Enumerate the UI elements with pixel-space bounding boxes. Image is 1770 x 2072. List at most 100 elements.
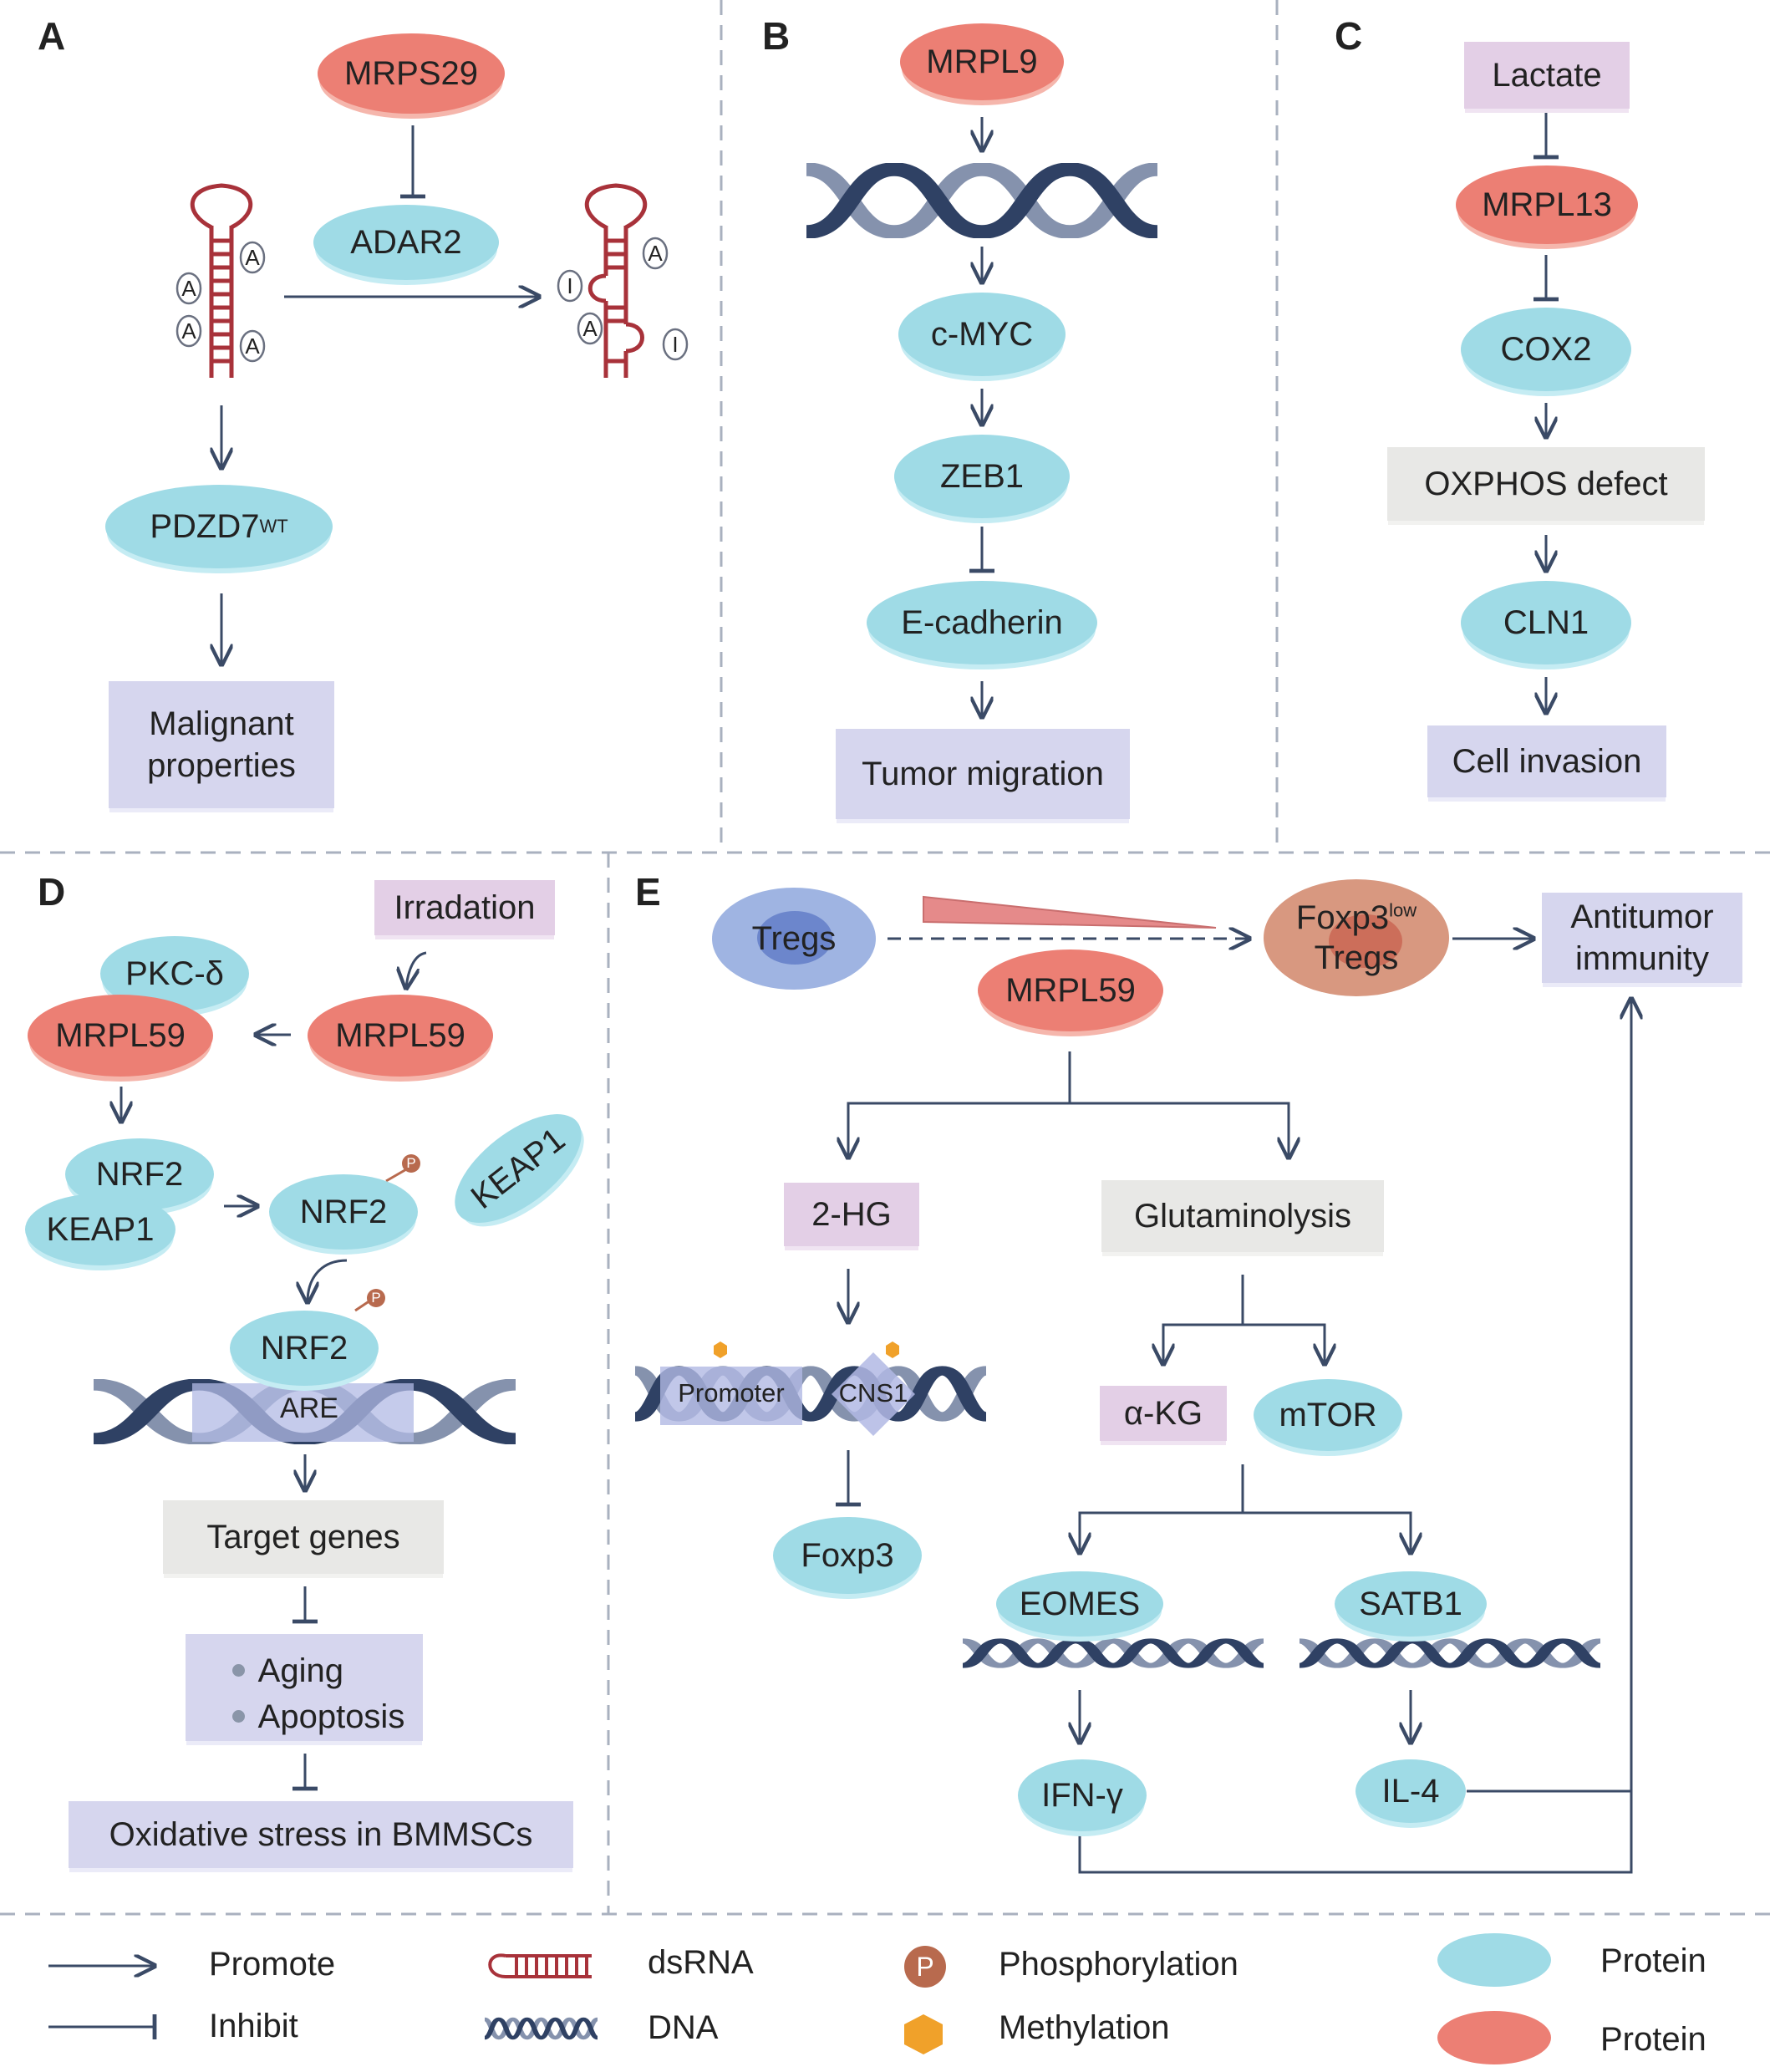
mtor-protein: mTOR [1254,1379,1402,1451]
foxp3-low-line: Foxp3low [1296,898,1417,938]
legend-protein-blue-label: Protein [1600,1942,1706,1979]
ecadherin-protein: E-cadherin [867,581,1097,664]
treg-gradient-wedge [923,895,1217,929]
base-a-2: A [181,275,196,301]
foxp3-tregs-text: Foxp3low Tregs [1296,898,1417,978]
legend-methylation-label: Methylation [999,2009,1170,2046]
panel-label-c: C [1335,14,1363,58]
legend-protein-red-icon [1437,2011,1551,2064]
dna-b [806,170,1157,232]
outcome-list: Aging Apoptosis [204,1636,405,1739]
antitumor-immunity-box: Antitumor immunity [1542,893,1742,983]
legend-inhibit-label: Inhibit [209,2008,298,2044]
bullet-dot [231,1664,245,1677]
base-a-4: A [245,333,260,359]
oxidative-stress-box: Oxidative stress in BMMSCs [69,1801,573,1868]
legend-phospho-icon: P [904,1946,946,1988]
panel-label-d: D [38,870,66,914]
mrpl9-protein: MRPL9 [900,23,1064,100]
dna-e-satb1 [1300,1641,1600,1665]
nrf2-protein-nuclear: NRF2 [230,1311,379,1386]
oxphos-defect-box: OXPHOS defect [1387,447,1705,521]
akg-box: α-KG [1100,1386,1227,1441]
tregs-cell: Tregs [712,888,876,990]
base-a-5: A [648,240,663,266]
panel-d-arrows [121,951,427,1791]
irradiation-box: Irradation [374,880,555,935]
phospho-marks-d [354,1154,420,1312]
are-label: ARE [280,1392,338,1424]
target-genes-box: Target genes [163,1500,444,1574]
legend-dsrna-label: dsRNA [648,1944,754,1981]
adar2-protein: ADAR2 [313,205,499,280]
foxp3-low-label: Foxp3 [1295,899,1390,936]
nrf2-protein-phospho: NRF2 [269,1174,418,1250]
apoptosis-label: Apoptosis [257,1698,405,1735]
satb1-protein: SATB1 [1335,1571,1487,1637]
mrpl59-protein-left: MRPL59 [28,995,213,1077]
base-i-1: I [567,272,573,298]
base-a-1: A [245,244,260,270]
cns1-region [832,1352,915,1436]
outcome-box: Aging Apoptosis [186,1634,423,1741]
legend-graphics [48,1966,155,2039]
pdzd7-superscript: WT [259,516,288,537]
legend-dna-icon [485,2019,598,2038]
promoter-region [660,1367,802,1425]
base-labels [175,237,689,363]
base-a-3: A [181,318,196,344]
are-region [192,1383,414,1442]
il4-protein: IL-4 [1355,1759,1466,1823]
eomes-protein: EOMES [996,1571,1163,1637]
base-i-2: I [672,331,679,357]
foxp3-tregs-nucleus [1329,914,1402,968]
cox2-protein: COX2 [1461,308,1631,391]
aging-label: Aging [257,1652,343,1689]
keap1-protein-complex: KEAP1 [25,1194,175,1265]
legend-dsrna-icon [488,1953,592,1978]
zeb1-protein: ZEB1 [894,435,1070,518]
panel-e-arrows [836,939,1631,1874]
dsrna-left [190,183,253,378]
ifng-protein: IFN-γ [1018,1759,1147,1831]
cell-invasion-box: Cell invasion [1427,725,1666,797]
dna-e-eomes [963,1641,1264,1665]
tumor-migration-box: Tumor migration [836,729,1130,819]
legend-protein-red-label: Protein [1600,2021,1706,2058]
cmyc-protein: c-MYC [898,293,1066,376]
foxp3-tregs-label: Tregs [1314,939,1399,976]
cln1-protein: CLN1 [1461,581,1631,664]
mrpl13-protein: MRPL13 [1456,165,1638,244]
foxp3-protein: Foxp3 [773,1517,922,1594]
mrps29-protein: MRPS29 [318,33,505,114]
malignant-properties-box: Malignant properties [109,681,334,808]
panel-dividers [0,0,1770,1916]
phospho-label-d2: P [371,1290,381,1306]
list-item-aging: Aging [231,1647,405,1693]
foxp3-low-superscript: low [1389,899,1417,921]
legend-phosphorylation-label: Phosphorylation [999,1946,1238,1983]
panel-label-e: E [635,870,661,914]
pdzd7-label: PDZD7 [150,508,260,545]
glutaminolysis-box: Glutaminolysis [1101,1180,1384,1252]
legend-protein-blue-icon [1437,1933,1551,1987]
mrpl59-protein-e: MRPL59 [978,949,1163,1031]
phospho-label-d1: P [406,1155,416,1172]
lactate-box: Lactate [1464,42,1630,109]
foxp3-low-tregs-cell: Foxp3low Tregs [1264,879,1449,996]
methyl-marks [714,1341,899,1358]
2hg-box: 2-HG [784,1183,919,1246]
bullet-dot [231,1710,245,1723]
base-a-6: A [582,315,598,341]
promoter-label: Promoter [678,1377,785,1408]
legend-promote-label: Promote [209,1946,336,1983]
panel-label-b: B [762,14,791,58]
dsrna-right [584,183,648,378]
mrpl59-protein-right: MRPL59 [308,995,493,1077]
tregs-nucleus [757,911,832,965]
tregs-label: Tregs [751,920,837,957]
cns1-label: CNS1 [838,1377,908,1408]
panel-a-graphics [221,125,539,664]
